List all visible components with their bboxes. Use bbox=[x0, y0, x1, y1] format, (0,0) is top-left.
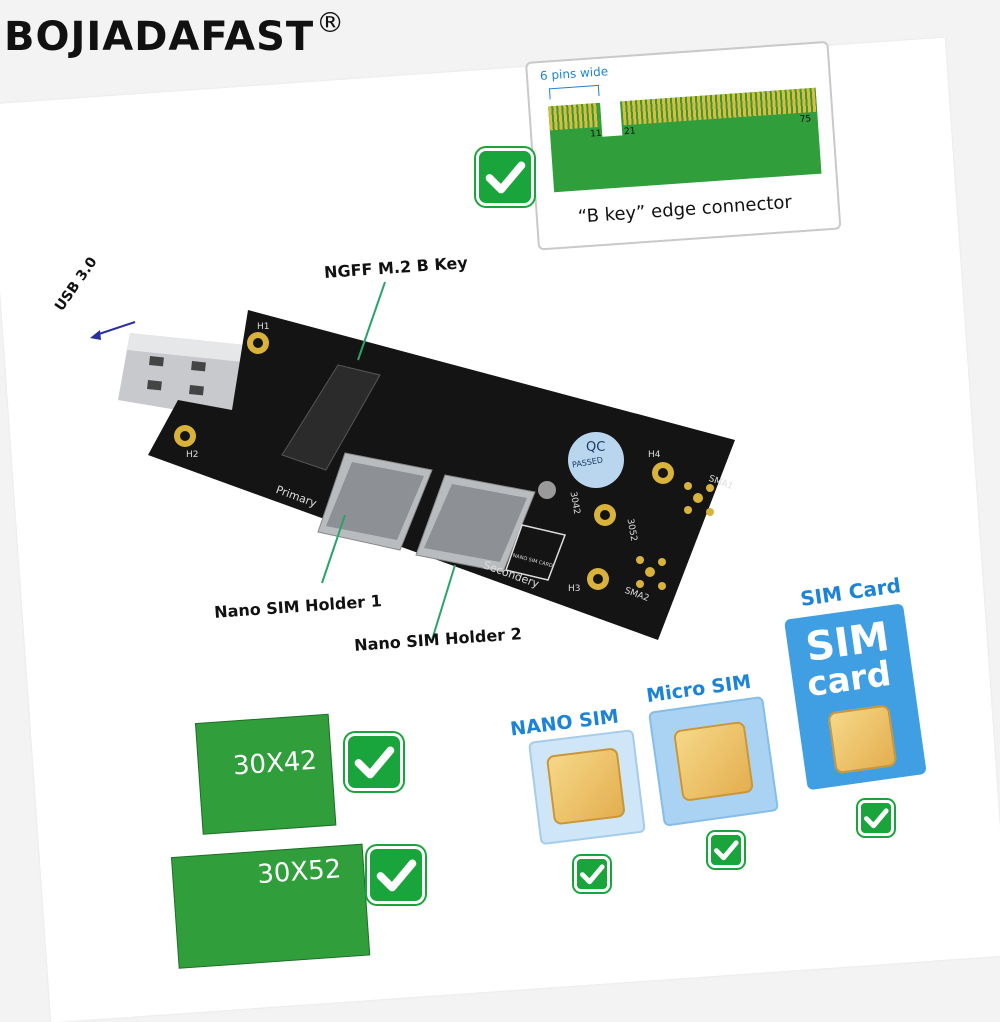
silk-h4: H4 bbox=[648, 450, 661, 460]
sim-chip-icon bbox=[827, 704, 898, 775]
full-sim-card: SIM card bbox=[784, 603, 927, 791]
module-size-label: 30X52 bbox=[256, 854, 343, 891]
mounting-holes bbox=[174, 332, 674, 590]
usb-arrow-head bbox=[90, 330, 101, 340]
standoff-screw bbox=[538, 481, 556, 499]
adapter-board bbox=[90, 281, 735, 641]
usb-plug bbox=[118, 333, 245, 420]
sma-pads bbox=[636, 482, 714, 590]
module-card-30x42: 30X42 bbox=[196, 714, 336, 834]
sim-holder-2 bbox=[415, 474, 536, 573]
check-mark-icon bbox=[476, 148, 534, 206]
check-mark-icon bbox=[367, 846, 425, 904]
qc-sticker bbox=[568, 432, 624, 488]
silk-h2: H2 bbox=[186, 450, 199, 460]
sim-holder-1 bbox=[317, 452, 433, 551]
m2-slot bbox=[281, 364, 381, 471]
sim-direction-box bbox=[505, 524, 567, 581]
check-mark-icon bbox=[574, 856, 610, 892]
silk-h1: H1 bbox=[257, 322, 270, 332]
check-mark-icon bbox=[345, 733, 403, 791]
check-mark-icon bbox=[858, 800, 894, 836]
module-size-label: 30X42 bbox=[232, 745, 318, 782]
usb-arrow bbox=[95, 321, 136, 336]
brand-name: BOJIADAFAST bbox=[4, 14, 315, 60]
brand-logo: BOJIADAFAST® bbox=[4, 6, 345, 60]
nano-sim-card bbox=[528, 729, 646, 846]
registered-mark: ® bbox=[316, 6, 346, 39]
qc-top-text: QC bbox=[586, 440, 606, 455]
callout-lines bbox=[321, 281, 456, 641]
check-mark-icon bbox=[708, 832, 744, 868]
pcb-body bbox=[148, 310, 735, 640]
module-card-30x52: 30X52 bbox=[172, 844, 370, 968]
micro-sim-card bbox=[648, 695, 780, 827]
sim-chip-icon bbox=[672, 720, 755, 803]
sim-chip-icon bbox=[545, 747, 626, 826]
silk-h3: H3 bbox=[568, 584, 581, 594]
